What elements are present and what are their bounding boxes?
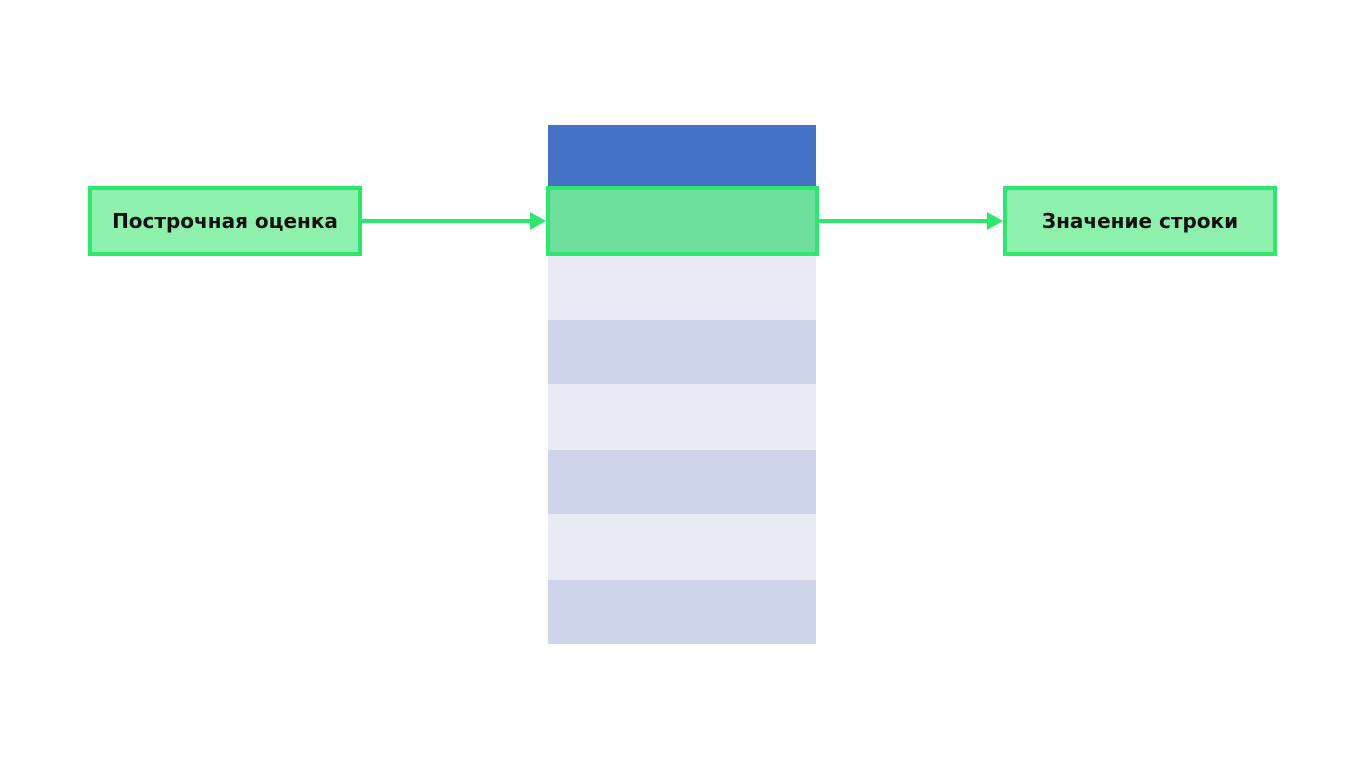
arrow-table-to-right: [819, 212, 1003, 230]
table-row-highlighted: [546, 186, 819, 256]
table-header-row: [548, 125, 816, 187]
table-row: [548, 450, 816, 514]
row-value-label: Значение строки: [1041, 209, 1239, 233]
row-evaluation-box: Построчная оценка: [88, 186, 362, 256]
arrow-left-to-table: [362, 212, 546, 230]
row-value-box: Значение строки: [1003, 186, 1277, 256]
table-row: [548, 256, 816, 320]
table-row: [548, 514, 816, 580]
table-row: [548, 320, 816, 384]
table-row: [548, 384, 816, 450]
row-evaluation-label: Построчная оценка: [112, 209, 338, 233]
table-row: [548, 580, 816, 644]
